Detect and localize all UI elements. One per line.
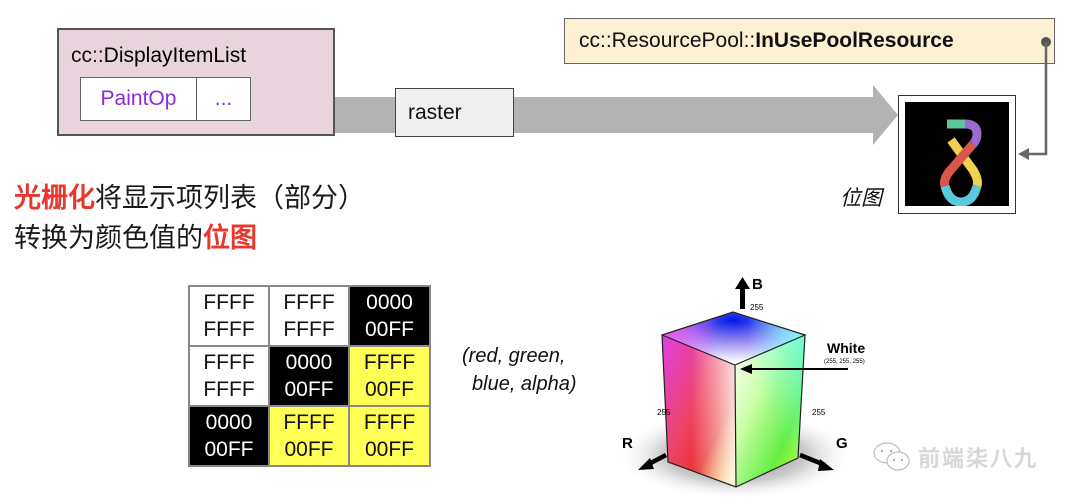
- watermark: 前端柒八九: [872, 440, 1038, 474]
- rgba-caption-line-2: blue, alpha): [472, 373, 577, 395]
- pixel-cell: 0000 00FF: [269, 346, 349, 406]
- pixel-value-low: 00FF: [364, 378, 414, 401]
- pool-to-bitmap-connector: [1018, 37, 1051, 160]
- b-axis-arrow: [735, 277, 750, 309]
- cube-faces: [661, 311, 807, 488]
- resource-pool-box: cc::ResourcePool::InUsePoolResource: [564, 18, 1055, 64]
- description-text: 将显示项列表（部分）: [95, 183, 365, 214]
- rgba-caption-line-1: (red, green,: [462, 345, 566, 367]
- logo-red-stroke: [940, 141, 977, 188]
- pixel-value-low: 00FF: [284, 438, 334, 461]
- more-ops-cell: ...: [214, 87, 233, 110]
- resource-pool-class: InUsePoolResource: [755, 29, 954, 52]
- white-pointer-arrow: [740, 364, 848, 374]
- pixel-cell: 0000 00FF: [189, 406, 269, 466]
- pixel-value-high: 0000: [205, 411, 253, 434]
- white-label: White: [827, 340, 865, 356]
- pixel-value-low: 00FF: [364, 318, 414, 341]
- r-axis-max: 255: [657, 408, 671, 417]
- bitmap-frame: [898, 95, 1016, 214]
- description-line-1: 光栅化将显示项列表（部分）: [14, 176, 365, 215]
- rgb-color-cube: B 255 R R 255 G 255 White (255, 255, 255…: [615, 276, 865, 500]
- resource-pool-namespace: cc::ResourcePool::: [579, 29, 756, 52]
- class-name: DisplayItemList: [103, 44, 247, 67]
- description-line-2: 转换为颜色值的位图: [14, 216, 257, 255]
- pixel-cell: FFFF 00FF: [349, 406, 430, 466]
- b-axis-label: B: [752, 276, 763, 293]
- r-axis-label-visible: R: [622, 435, 633, 452]
- bitmap-image: [905, 102, 1009, 207]
- pixel-cell: FFFF FFFF: [189, 346, 269, 406]
- bitmap-label: 位图: [840, 186, 882, 210]
- g-axis-label: G: [836, 435, 848, 452]
- g-axis-max: 255: [812, 408, 826, 417]
- g-axis-arrow: [799, 452, 834, 471]
- pixel-cell: FFFF 00FF: [269, 406, 349, 466]
- display-item-list-title: cc::DisplayItemList: [71, 44, 246, 68]
- logo-yellow-stroke: [947, 137, 982, 188]
- pixel-value-high: 0000: [366, 291, 413, 314]
- b-axis-max: 255: [750, 303, 764, 312]
- pixel-value-low: FFFF: [203, 318, 255, 341]
- pixel-value-low: 00FF: [204, 438, 254, 461]
- paint-op-list: PaintOp ...: [80, 77, 251, 121]
- white-value: (255, 255, 255): [824, 359, 865, 365]
- pixel-cell: 0000 00FF: [349, 286, 430, 346]
- pixel-value-high: 0000: [285, 351, 333, 374]
- wechat-icon: [873, 442, 910, 471]
- raster-step-box: raster: [395, 88, 514, 137]
- pixel-value-high: FFFF: [203, 351, 255, 374]
- pixel-cell: FFFF FFFF: [189, 286, 269, 346]
- pixel-value-high: FFFF: [363, 411, 416, 434]
- pixel-cell: FFFF 00FF: [349, 346, 430, 406]
- pixel-value-low: 00FF: [364, 438, 414, 461]
- pixel-cell: FFFF FFFF: [269, 286, 349, 346]
- connector-arrowhead: [1018, 148, 1029, 160]
- pixel-value-low: FFFF: [283, 318, 335, 341]
- pixel-value-high: FFFF: [203, 291, 255, 314]
- description-text: 转换为颜色值的: [14, 223, 203, 254]
- pixel-value-grid: FFFF FFFF FFFF FFFF 0000 00FF FFFF FFFF 0000 00FF…: [188, 285, 431, 467]
- logo-purple-stroke: [964, 119, 982, 148]
- pixel-value-high: FFFF: [363, 351, 416, 374]
- r-axis-arrow: [638, 453, 668, 470]
- rgba-caption: (red, green, blue, alpha): [462, 342, 577, 398]
- pixel-value-low: 00FF: [284, 378, 334, 401]
- highlight-rasterization: 光栅化: [14, 183, 95, 214]
- highlight-bitmap: 位图: [203, 223, 257, 254]
- pixel-value-high: FFFF: [283, 411, 335, 434]
- namespace-prefix: cc::: [71, 44, 104, 67]
- pixel-value-low: FFFF: [203, 378, 255, 401]
- logo-cyan-stroke: [940, 184, 982, 207]
- display-item-list-box: cc::DisplayItemList PaintOp ...: [57, 28, 335, 136]
- paint-op-cell: PaintOp: [81, 78, 197, 120]
- watermark-text: 前端柒八九: [918, 447, 1039, 472]
- pixel-value-high: FFFF: [283, 291, 335, 314]
- bitmap-logo-icon: [940, 119, 982, 207]
